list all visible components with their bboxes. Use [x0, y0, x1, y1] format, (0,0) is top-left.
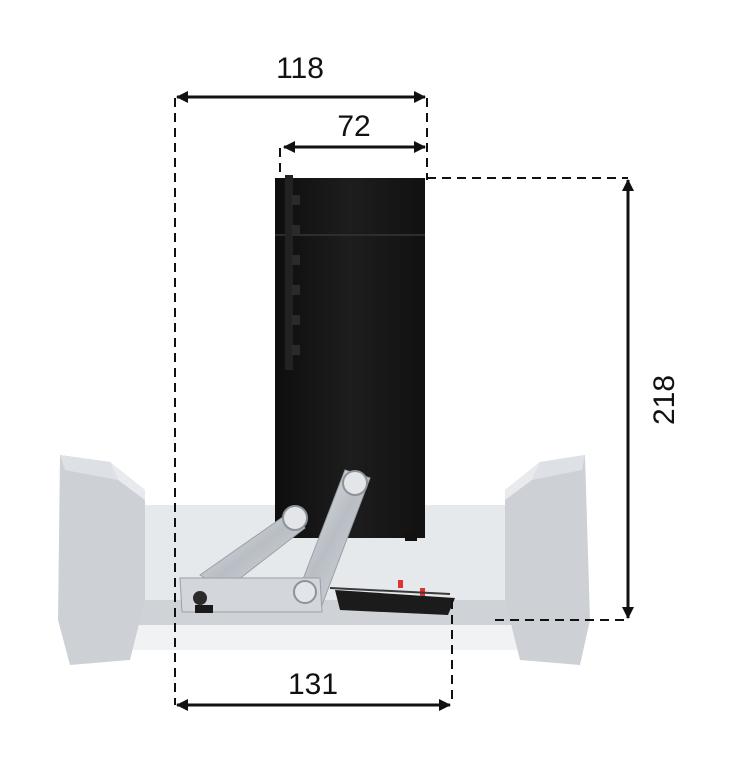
box-depth-label: 72: [337, 110, 370, 143]
dimension-arrows: [176, 91, 634, 711]
hinge-mechanism: [179, 469, 371, 613]
top-width-label: 118: [276, 52, 324, 85]
base-width-label: 131: [288, 668, 338, 701]
black-clip: [329, 580, 455, 615]
extension-lines: [174, 98, 628, 705]
height-label: 218: [648, 375, 681, 425]
